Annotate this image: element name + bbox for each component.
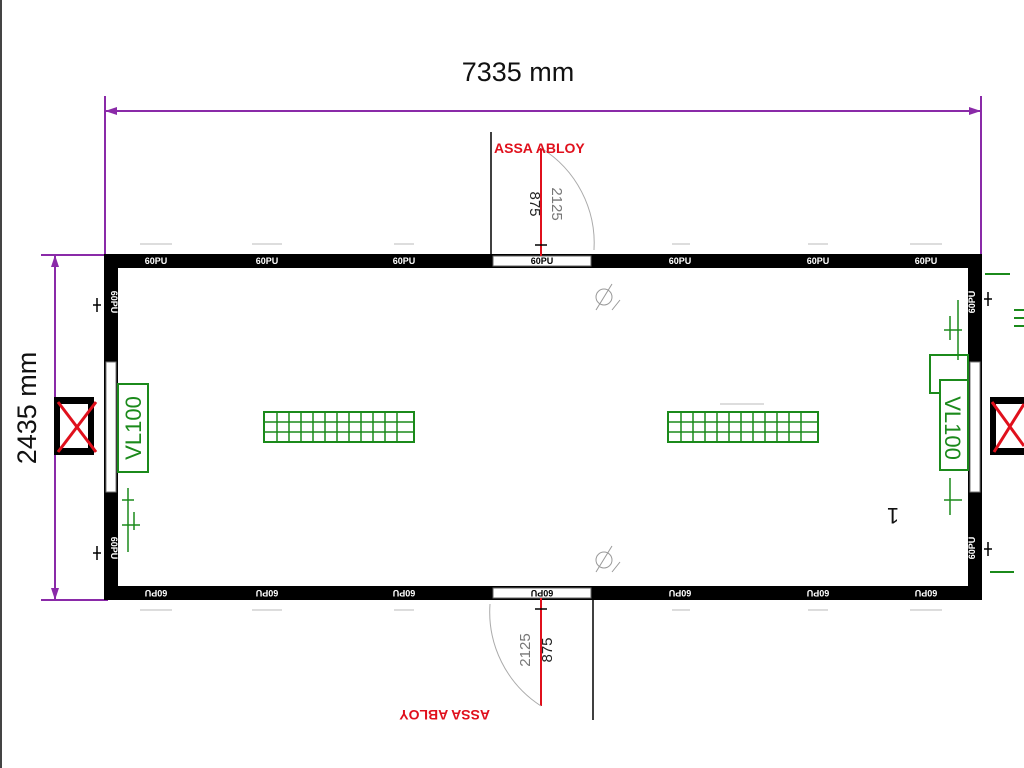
socket-icon <box>944 300 962 515</box>
vent-unit-right: VL100 <box>929 300 969 515</box>
wall-label: 60PU <box>109 537 119 560</box>
wall-label: 60PU <box>915 588 938 598</box>
socket-icon <box>122 488 140 552</box>
cross-icon <box>990 401 1024 447</box>
window-opening-left <box>105 361 117 493</box>
width-dim-arrow-right <box>969 107 981 115</box>
ceiling-lights <box>595 283 621 573</box>
width-dim-label: 7335 mm <box>462 57 575 87</box>
door-top-width: 875 <box>526 191 543 216</box>
wall-label: 60PU <box>915 256 938 266</box>
faint-markings <box>140 243 942 611</box>
blocked-unit-left <box>54 397 98 455</box>
ceiling-light-icon <box>595 288 613 306</box>
height-dim-arrow-top <box>51 255 59 267</box>
heater-right <box>667 403 819 443</box>
width-dimension: 7335 mm <box>104 57 982 255</box>
door-bottom-swing-arc <box>489 603 542 707</box>
ceiling-light-icon <box>595 551 613 569</box>
vent-unit-right-label: VL100 <box>940 396 965 460</box>
wall-labels-bottom: 60PU 60PU 60PU 60PU 60PU 60PU 60PU <box>145 588 938 598</box>
heater-body <box>667 411 819 443</box>
wall-label: 60PU <box>669 588 692 598</box>
vent-unit-right-box <box>939 379 969 471</box>
width-dim-arrow-left <box>105 107 117 115</box>
door-top-height: 2125 <box>548 187 565 220</box>
wall-switch-symbols <box>93 292 992 560</box>
wall-label: 60PU <box>109 291 119 314</box>
wall-label: 60PU <box>967 291 977 314</box>
door-bottom-brand: ASSA ABLOY <box>399 707 490 723</box>
container-walls <box>104 254 982 600</box>
exterior-markers <box>985 273 1024 573</box>
wall-label: 60PU <box>967 537 977 560</box>
wall-label: 60PU <box>531 256 554 266</box>
wall-label: 60PU <box>256 256 279 266</box>
door-top: ASSA ABLOY 875 2125 <box>490 132 595 256</box>
wall-label: 60PU <box>531 588 554 598</box>
wall-label: 60PU <box>393 588 416 598</box>
wall-label: 60PU <box>256 588 279 598</box>
wall-labels-top: 60PU 60PU 60PU 60PU 60PU 60PU 60PU <box>145 256 938 266</box>
wall-labels-sides: 60PU 60PU 60PU 60PU <box>109 291 977 560</box>
window-opening-right <box>969 361 981 493</box>
wall-label: 60PU <box>807 588 830 598</box>
door-top-swing-arc <box>540 147 595 251</box>
height-dim-label: 2435 mm <box>12 352 42 465</box>
vent-unit-left: VL100 <box>117 383 149 552</box>
blocked-unit-right <box>990 397 1024 455</box>
heater-body <box>263 411 415 443</box>
vent-unit-left-label: VL100 <box>121 396 146 460</box>
height-dim-arrow-bottom <box>51 588 59 600</box>
wall-label: 60PU <box>807 256 830 266</box>
door-bottom-height: 2125 <box>517 633 534 666</box>
wall-label: 60PU <box>145 588 168 598</box>
door-bottom-width: 875 <box>539 637 556 662</box>
heater-left <box>263 411 415 443</box>
wall-label: 60PU <box>669 256 692 266</box>
room-marker: 1 <box>887 503 899 528</box>
wall-label: 60PU <box>145 256 168 266</box>
door-top-brand: ASSA ABLOY <box>494 140 585 156</box>
vent-unit-left-box <box>117 383 149 473</box>
wall-label: 60PU <box>393 256 416 266</box>
door-bottom: ASSA ABLOY 875 2125 <box>399 598 594 723</box>
